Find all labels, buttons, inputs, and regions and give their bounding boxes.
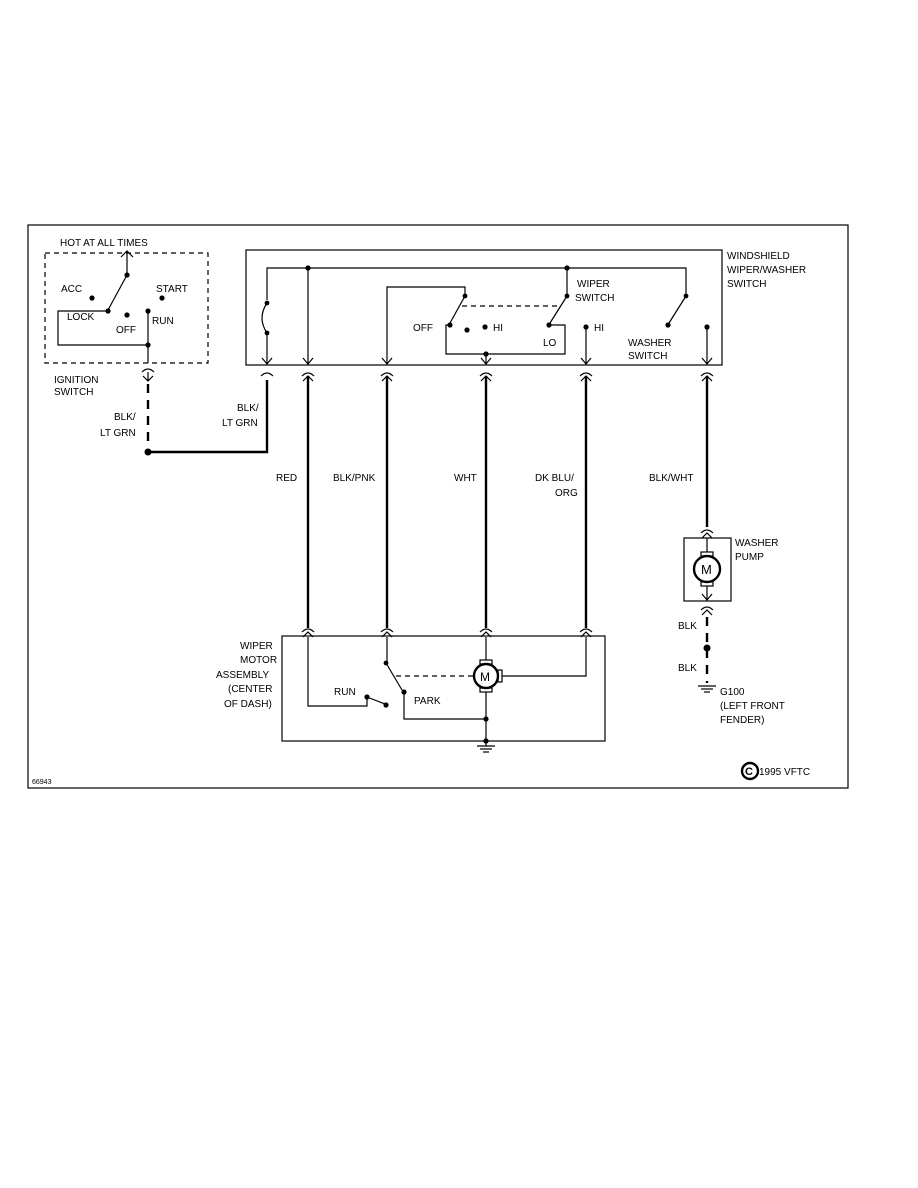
wire-label-blk-1: BLK xyxy=(678,621,697,632)
switch-assembly-name-1: WINDSHIELD xyxy=(727,251,790,262)
wire-label-dk-blu-org-1: DK BLU/ xyxy=(535,473,574,484)
ground-label-2: (LEFT FRONT xyxy=(720,701,785,712)
ignition-switch-name-2: SWITCH xyxy=(54,387,93,398)
wiper-motor-assembly: RUN PARK M WIPER MOTOR ASSEMBLY (CENTER … xyxy=(216,628,606,744)
ignition-start-label: START xyxy=(156,284,188,295)
diagram-id: 66943 xyxy=(32,779,52,786)
copyright-mark: C 1995 VFTC xyxy=(740,761,810,781)
wire-label-blk-2: BLK xyxy=(678,663,697,674)
switch-assembly-name-2: WIPER/WASHER xyxy=(727,265,806,276)
g100-ground-icon xyxy=(698,685,716,693)
ignition-off-label: OFF xyxy=(116,325,136,336)
wire-label-blk-lt-grn-left-2: LT GRN xyxy=(100,428,136,439)
ignition-run-label: RUN xyxy=(152,316,174,327)
wire-label-wht: WHT xyxy=(454,473,477,484)
wiper-motor-letter: M xyxy=(480,670,490,684)
wire-label-red: RED xyxy=(276,473,297,484)
wiper-motor-box xyxy=(281,635,606,742)
ignition-connector-icon xyxy=(141,368,155,382)
wiper-off-label: OFF xyxy=(413,323,433,334)
wiper-washer-switch-box xyxy=(245,249,723,366)
wiper-switch-name-2: SWITCH xyxy=(575,293,614,304)
washer-pump-name-2: PUMP xyxy=(735,552,764,563)
copyright-text: 1995 VFTC xyxy=(759,767,810,778)
washer-switch-name-2: SWITCH xyxy=(628,351,667,362)
wire-label-dk-blu-org-2: ORG xyxy=(555,488,578,499)
washer-pump: M WASHER PUMP xyxy=(683,529,779,602)
washer-pump-motor-letter: M xyxy=(701,562,712,577)
feed-arrow-icon xyxy=(120,250,134,258)
wire-label-blk-lt-grn-right-1: BLK/ xyxy=(237,403,259,414)
ground-label-1: G100 xyxy=(720,687,745,698)
wiper-motor-name-2: MOTOR xyxy=(240,655,277,666)
ignition-switch: HOT AT ALL TIMES ACC START LOCK OFF RUN … xyxy=(44,238,209,398)
motor-park-label: PARK xyxy=(414,696,441,707)
wiper-motor-name-1: WIPER xyxy=(240,641,273,652)
wire-label-blk-lt-grn-left-1: BLK/ xyxy=(114,412,136,423)
copyright-symbol: C xyxy=(745,766,753,778)
wiper-motor-name-4: (CENTER xyxy=(228,684,272,695)
wire-label-blk-pnk: BLK/PNK xyxy=(333,473,376,484)
wire-label-blk-lt-grn-right-2: LT GRN xyxy=(222,418,258,429)
wiper-motor-ground-icon xyxy=(477,741,495,753)
diagram-frame xyxy=(27,224,849,789)
switch-assembly-name-3: SWITCH xyxy=(727,279,766,290)
hot-at-all-times-label: HOT AT ALL TIMES xyxy=(60,238,148,249)
washer-switch-name-1: WASHER xyxy=(628,338,672,349)
wiper-hi-inner-label: HI xyxy=(493,323,503,334)
circuit-breaker-icon xyxy=(261,302,268,334)
ignition-switch-name-1: IGNITION xyxy=(54,375,98,386)
motor-run-label: RUN xyxy=(334,687,356,698)
wiper-washer-switch: WINDSHIELD WIPER/WASHER SWITCH OFF HI xyxy=(245,249,806,366)
ignition-acc-label: ACC xyxy=(61,284,82,295)
ignition-lock-label: LOCK xyxy=(67,312,95,323)
wire-blk-lt-grn xyxy=(148,380,269,454)
wiper-hi-outer-label: HI xyxy=(594,323,604,334)
ground-label-3: FENDER) xyxy=(720,715,764,726)
wire-label-blk-wht: BLK/WHT xyxy=(649,473,693,484)
wiper-motor-name-3: ASSEMBLY xyxy=(216,670,269,681)
wiper-switch-name-1: WIPER xyxy=(577,279,610,290)
wiper-lo-label: LO xyxy=(543,338,557,349)
wiper-motor-name-5: OF DASH) xyxy=(224,699,272,710)
washer-pump-name-1: WASHER xyxy=(735,538,779,549)
